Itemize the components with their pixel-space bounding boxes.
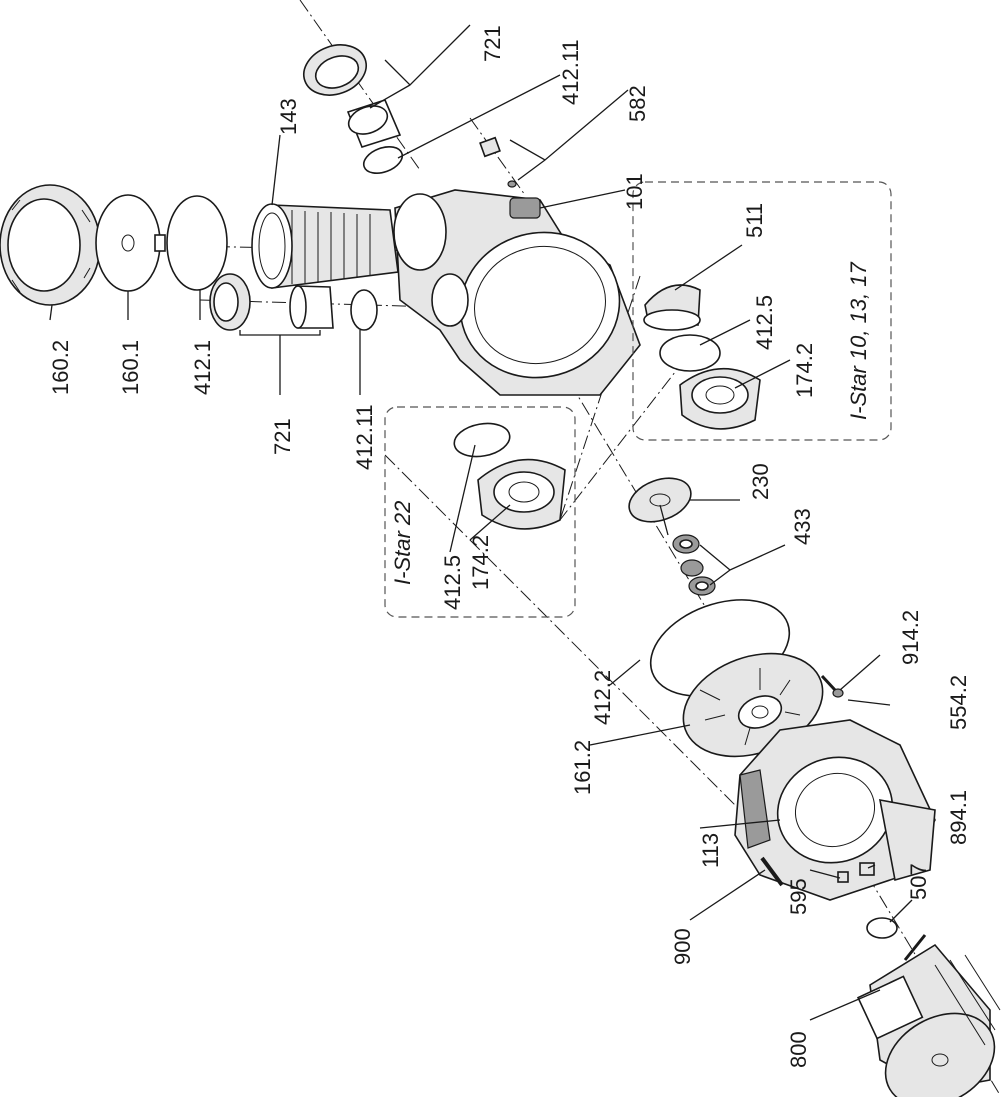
seal-433 [672,534,716,596]
label-160-1: 160.1 [118,340,143,395]
label-721-bottom: 721 [270,418,295,455]
label-595: 595 [786,878,811,915]
label-582: 582 [625,85,650,122]
label-511: 511 [742,203,767,238]
oring-412-5-a [659,334,721,372]
label-914-2: 914.2 [898,610,923,665]
label-721-top: 721 [480,25,505,62]
adapter-113 [734,719,936,901]
motor-800 [856,934,1001,1097]
label-230: 230 [748,463,773,500]
oring-412-5-b [453,422,511,458]
diffuser-174-2-b [477,458,566,530]
union-721-lower [209,273,334,331]
label-412-11-bottom: 412.11 [352,404,377,470]
label-412-11-top: 412.11 [558,39,583,105]
union-721-top [303,44,402,148]
label-412-5-b: 412.5 [440,555,465,610]
screw-914-2 [820,674,844,698]
foot-595 [837,871,849,883]
oring-412-11-lower [350,289,378,331]
label-143: 143 [276,98,301,135]
label-412-1: 412.1 [190,340,215,395]
oring-412-11-top [362,146,404,174]
label-433: 433 [790,508,815,545]
screw-900 [760,856,784,887]
impeller-230 [628,477,692,536]
label-174-2-b: 174.2 [468,535,493,590]
label-113: 113 [698,833,723,868]
label-101: 101 [622,173,647,210]
label-161-2: 161.2 [570,740,595,795]
plug-582 [479,136,517,188]
label-800: 800 [786,1031,811,1068]
label-group-istar-22: I-Star 22 [390,501,415,585]
oring-412-1 [166,195,228,291]
cover-160-1 [95,194,166,292]
diffuser-511 [643,284,701,331]
slinger-507 [866,917,898,939]
label-412-2: 412.2 [590,670,615,725]
group-box-istar-small [632,181,892,441]
label-507: 507 [906,863,931,900]
leader-lines [49,24,913,1021]
housing-101 [393,189,641,396]
label-554-2: 554.2 [946,675,971,730]
label-900: 900 [670,928,695,965]
label-160-2: 160.2 [48,340,73,395]
label-group-istar-small: I-Star 10, 13, 17 [846,261,871,420]
label-174-2-a: 174.2 [792,343,817,398]
label-412-5-a: 412.5 [752,295,777,350]
diffuser-174-2-a [679,367,761,430]
nut-160-2 [0,184,101,306]
part-894-1 [859,862,875,876]
part-labels: 721 412.11 582 143 101 511 412.5 174.2 I… [48,25,971,1068]
label-894-1: 894.1 [946,790,971,845]
group-box-istar-22 [384,406,576,618]
basket-143 [251,203,399,289]
